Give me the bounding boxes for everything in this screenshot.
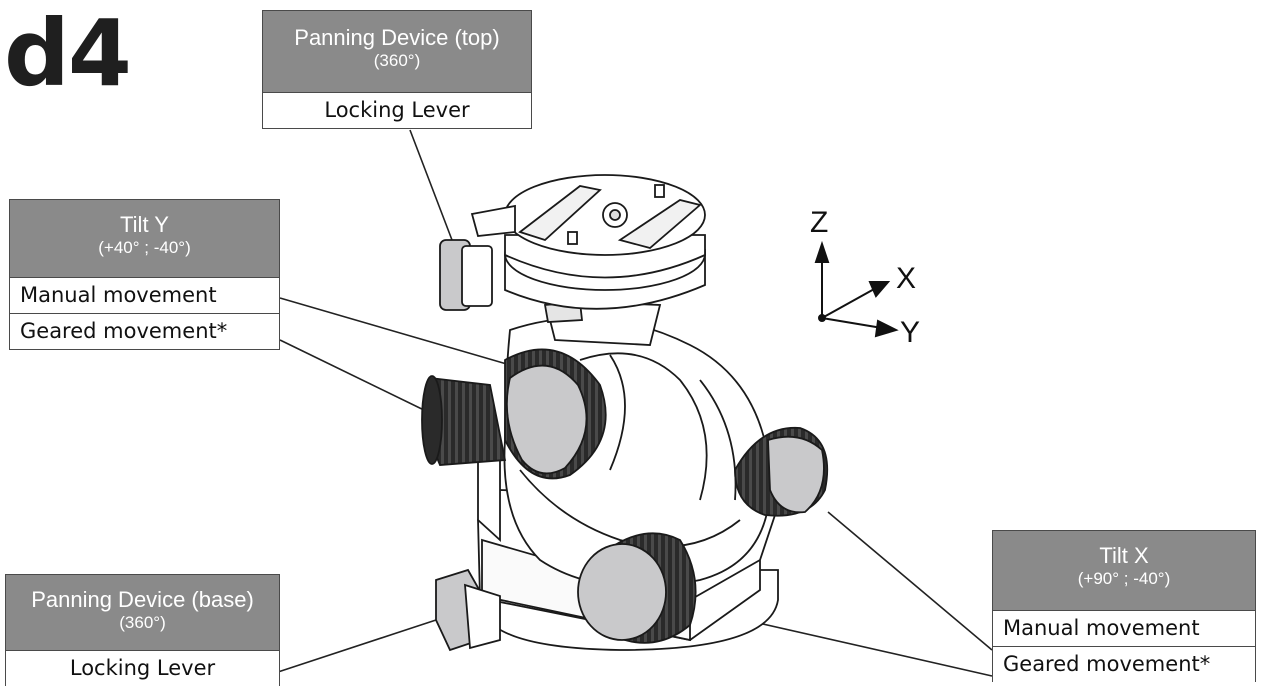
label-range: (360°): [119, 613, 166, 632]
label-panning-device-top: Panning Device (top) (360°) Locking Leve…: [262, 10, 532, 129]
top-lever-arm: [470, 204, 516, 237]
axis-x-label: X: [896, 262, 917, 295]
label-tilt-x: Tilt X (+90° ; -40°) Manual movement Gea…: [992, 530, 1256, 682]
label-header: Panning Device (base) (360°): [6, 575, 279, 651]
axis-y-arrow: [874, 319, 899, 338]
label-row-manual-movement: Manual movement: [1003, 616, 1200, 640]
tilt-y-knobs: [421, 348, 607, 480]
label-range: (360°): [373, 51, 421, 70]
clamp-slot: [518, 185, 602, 242]
tilt-x-manual-knob: [767, 435, 825, 514]
label-tilt-y: Tilt Y (+40° ; -40°) Manual movement Gea…: [9, 199, 280, 350]
label-header: Panning Device (top) (360°): [263, 11, 531, 93]
axis-indicator: [814, 240, 899, 338]
leader-tilt-y-manual: [279, 297, 511, 366]
axis-z-arrow: [814, 240, 830, 263]
label-row-geared-movement: Geared movement*: [10, 313, 279, 349]
leader-tilt-x-manual: [827, 511, 993, 651]
label-row-manual-movement: Manual movement: [20, 283, 217, 307]
label-title: Tilt X: [1099, 543, 1149, 568]
tilt-x-geared-knob: [577, 543, 667, 641]
label-row-locking-lever: Locking Lever: [69, 656, 216, 680]
label-title: Panning Device (base): [31, 587, 254, 612]
label-header: Tilt Y (+40° ; -40°): [10, 200, 279, 278]
panning-device-top: [439, 174, 706, 311]
label-title: Panning Device (top): [294, 25, 500, 50]
tilt-x-knobs: [577, 426, 829, 644]
axis-x-arrow: [868, 281, 891, 298]
axis-x-line: [821, 287, 877, 319]
label-range: (+90° ; -40°): [1077, 569, 1171, 588]
label-row-locking-lever: Locking Lever: [324, 98, 470, 122]
label-title: Tilt Y: [120, 212, 169, 237]
label-header: Tilt X (+90° ; -40°): [993, 531, 1255, 611]
model-name: d4: [4, 0, 132, 107]
axis-z-label: Z: [810, 206, 829, 239]
axis-y-label: Y: [900, 316, 921, 349]
leader-pan-base: [277, 619, 437, 673]
leader-tilt-y-geared: [279, 339, 429, 413]
tilt-y-manual-knob: [505, 364, 588, 475]
label-panning-device-base: Panning Device (base) (360°) Locking Lev…: [5, 574, 280, 686]
label-row-geared-movement: Geared movement*: [993, 646, 1255, 682]
base-locking-lever: [435, 568, 501, 652]
leader-pan-top: [409, 129, 453, 241]
axis-y-line: [821, 317, 883, 329]
label-range: (+40° ; -40°): [98, 238, 191, 257]
